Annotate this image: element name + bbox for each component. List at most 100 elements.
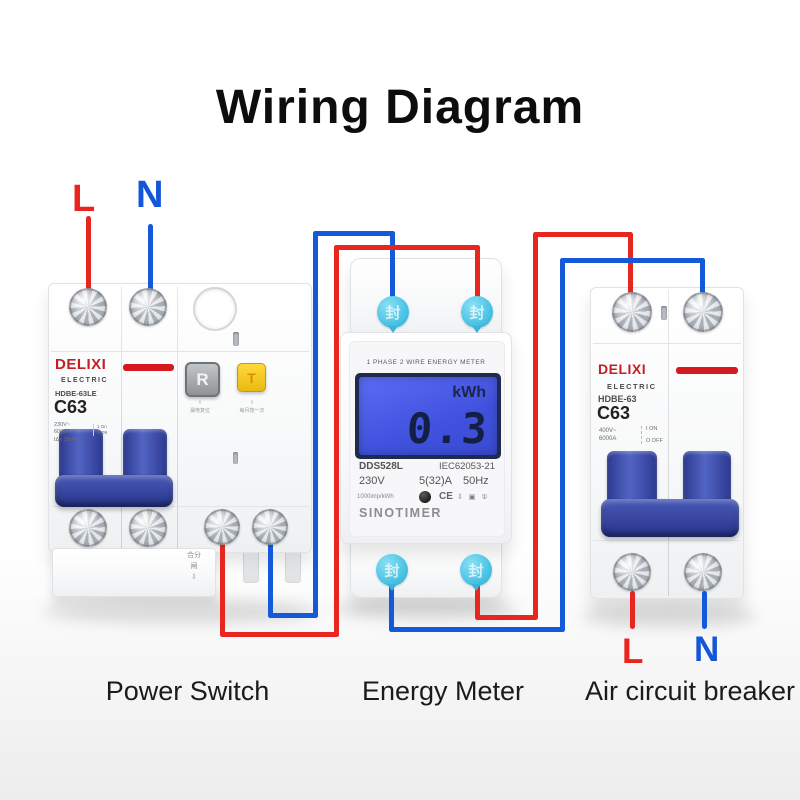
pole-seam: [668, 290, 669, 596]
reset-note: ⇧ 漏电复位: [189, 400, 210, 414]
side-marking: 合分闸 ⇩: [187, 552, 201, 582]
page-title: Wiring Diagram: [215, 81, 585, 134]
cert-icons: ⇩ ▣ ①: [457, 494, 490, 501]
on-off-marking: I ON O OFF: [641, 426, 663, 445]
terminal-seam: [51, 506, 309, 507]
screw-terminal-icon[interactable]: [129, 288, 167, 326]
current-rating: C63: [54, 397, 88, 417]
aux-spec-text: 1 On 4009: [93, 424, 107, 437]
wire-live-meter-drop: [475, 245, 480, 306]
wire-neutral-mid-riser: [560, 258, 565, 632]
air-breaker-shadow: [582, 604, 756, 628]
meter-standard: IEC62053-21: [439, 461, 495, 472]
wire-neutral-sw-riser: [313, 231, 318, 618]
meter-pulse-rate: 1000imp/kWh: [357, 494, 394, 500]
seal-sticker-icon: 封: [461, 296, 493, 328]
wire-neutral-sw-bottom: [268, 613, 318, 618]
meter-brand: SINOTIMER: [359, 506, 442, 520]
spec-text: 400V~ 6000A: [599, 428, 617, 443]
screw-terminal-icon[interactable]: [252, 509, 288, 545]
sub-brand: ELECTRIC: [607, 382, 657, 391]
screw-terminal-icon[interactable]: [69, 288, 107, 326]
pole-seam: [121, 286, 122, 550]
wire-live-sw-down: [220, 535, 225, 637]
output-neutral-label: N: [694, 630, 720, 669]
wire-live-input: [86, 216, 91, 310]
power-switch-base: [52, 548, 216, 597]
brand-red-bar: [676, 367, 738, 374]
meter-body: 1 PHASE 2 WIRE ENERGY METER kWh 0.3 DDS5…: [340, 332, 512, 544]
vent-slot: [661, 306, 667, 320]
input-live-label: L: [72, 178, 96, 220]
output-live-label: L: [622, 632, 644, 671]
wire-neutral-sw-down: [268, 535, 273, 618]
spec-text: 230V~ 6000A IΔn 30mA: [54, 422, 79, 443]
lcd-display: kWh 0.3: [355, 373, 501, 459]
meter-model: DDS528L: [359, 461, 403, 472]
terminal-seam: [593, 540, 741, 541]
test-button[interactable]: T: [237, 363, 266, 392]
pulse-led-icon: [419, 491, 431, 503]
toggle-bar[interactable]: [601, 499, 739, 537]
face-seam: [593, 343, 741, 344]
meter-frequency: 50Hz: [463, 475, 489, 487]
power-switch-body: DELIXI ELECTRIC HDBE-63LE C63 230V~ 6000…: [48, 283, 312, 553]
model-number: HDBE-63: [598, 394, 637, 404]
wire-live-meter-out: [475, 566, 480, 620]
wire-neutral-meter-out: [389, 566, 394, 632]
sub-brand: ELECTRIC: [61, 377, 108, 384]
lcd-reading: 0.3: [405, 404, 491, 453]
face-seam: [51, 351, 309, 352]
meter-voltage: 230V: [359, 475, 385, 487]
wire-live-mid-riser: [533, 232, 538, 620]
toggle-handle[interactable]: [59, 429, 103, 481]
module-seam: [177, 286, 178, 550]
screw-terminal-icon[interactable]: [683, 292, 723, 332]
brand-red-bar: [123, 364, 174, 371]
wire-neutral-input: [148, 224, 153, 310]
vent-slot: [233, 332, 239, 346]
wire-live-sw-riser: [334, 245, 339, 637]
seal-sticker-icon: 封: [376, 554, 408, 586]
power-switch-shadow: [42, 598, 318, 624]
wire-neutral-mid-bottom: [389, 627, 565, 632]
screw-terminal-icon[interactable]: [129, 509, 167, 547]
wire-live-mid-bottom: [475, 615, 538, 620]
wire-live-sw-top: [334, 245, 480, 250]
screw-terminal-icon[interactable]: [613, 553, 651, 591]
screw-terminal-icon[interactable]: [684, 553, 722, 591]
wire-neutral-breaker-drop: [700, 258, 705, 310]
air-breaker-body: DELIXI ELECTRIC HDBE-63 C63 400V~ 6000A …: [590, 287, 744, 599]
wire-live-sw-bottom: [220, 632, 339, 637]
wire-neutral-meter-drop: [390, 231, 395, 306]
toggle-handle[interactable]: [123, 429, 167, 481]
power-switch-caption: Power Switch: [105, 676, 270, 706]
air-breaker-caption: Air circuit breaker: [584, 676, 796, 706]
mount-hole-icon: [193, 287, 237, 331]
toggle-bar[interactable]: [55, 475, 173, 507]
lcd-screen: kWh 0.3: [359, 377, 497, 455]
energy-meter-caption: Energy Meter: [361, 676, 525, 706]
current-rating: C63: [597, 403, 631, 423]
din-clip: [285, 548, 301, 583]
ce-mark-icon: CE: [439, 491, 453, 502]
meter-header: 1 PHASE 2 WIRE ENERGY METER: [366, 359, 486, 366]
lcd-unit-label: kWh: [452, 384, 486, 401]
vent-slot: [233, 452, 238, 464]
reset-button[interactable]: R: [185, 362, 220, 397]
seal-sticker-icon: 封: [460, 554, 492, 586]
wire-live-mid-top: [533, 232, 632, 237]
meter-shadow: [334, 598, 518, 620]
screw-terminal-icon[interactable]: [69, 509, 107, 547]
screw-terminal-icon[interactable]: [612, 292, 652, 332]
model-number: HDBE-63LE: [55, 389, 97, 398]
screw-terminal-icon[interactable]: [204, 509, 240, 545]
seal-sticker-icon: 封: [377, 296, 409, 328]
meter-current: 5(32)A: [419, 475, 453, 487]
input-neutral-label: N: [136, 174, 164, 216]
brand-logo: DELIXI: [55, 356, 107, 373]
wire-live-output: [630, 591, 635, 629]
test-note: ⇧ 每月按一次: [239, 400, 265, 414]
wire-neutral-output: [702, 591, 707, 629]
